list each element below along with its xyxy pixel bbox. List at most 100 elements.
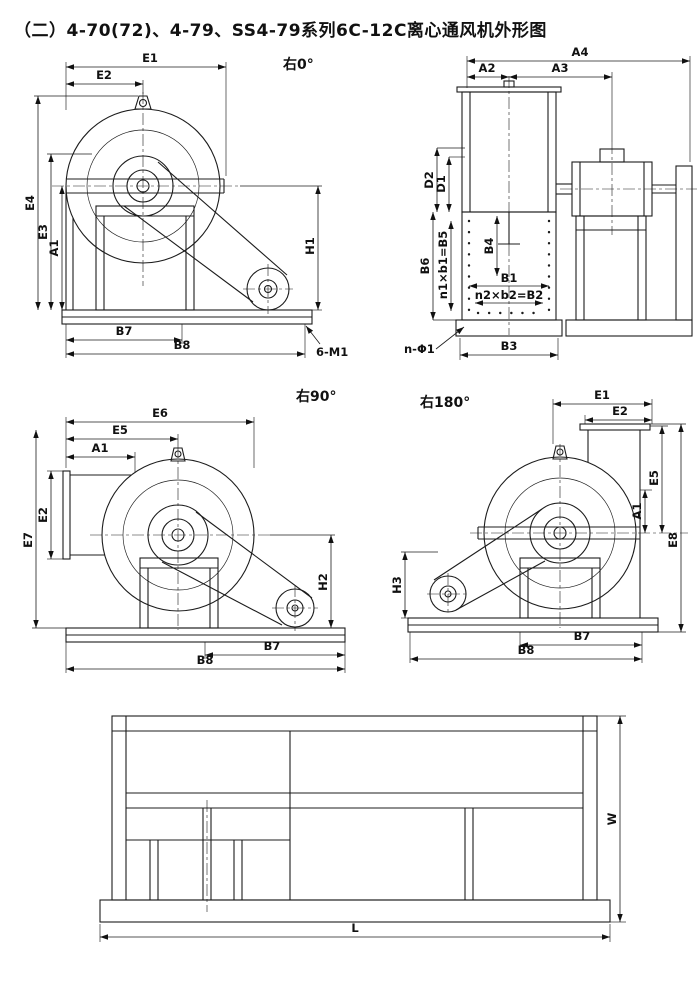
- outlet-duct: [579, 423, 651, 618]
- dim-label-a3: A3: [552, 61, 569, 75]
- dim-l: L: [99, 921, 611, 942]
- dim-label-e1: E1: [142, 51, 158, 65]
- dim-label-a1: A1: [630, 503, 644, 520]
- support-pedestal: [139, 557, 219, 629]
- dim-h3: H3: [390, 551, 438, 619]
- pulley: [272, 585, 318, 631]
- dim-label-b8: B8: [197, 653, 214, 667]
- dim-label-e2: E2: [612, 404, 628, 418]
- dim-w: W: [597, 715, 626, 923]
- pulley: [427, 573, 469, 615]
- dim-d2: D2: [422, 147, 465, 212]
- dim-e5: E5: [66, 423, 179, 446]
- motor-beam: [477, 526, 640, 540]
- dim-label-b8: B8: [174, 338, 191, 352]
- dim-label-e7: E7: [21, 532, 35, 548]
- dim-label-h1: H1: [303, 237, 317, 255]
- belt: [433, 508, 546, 611]
- dim-a3: A3: [509, 61, 613, 142]
- dim-b8: B8: [66, 324, 306, 358]
- base-frame: [61, 309, 313, 325]
- callout-label-n-phi1: n-Φ1: [404, 342, 435, 356]
- dim-e4: E4: [23, 95, 138, 310]
- lifting-lug: [170, 447, 186, 462]
- dim-e6: E6: [65, 406, 255, 468]
- fan-casing-side: [456, 76, 562, 335]
- dim-label-d1: D1: [434, 175, 448, 193]
- shaft: [556, 183, 676, 195]
- dim-label-b7: B7: [264, 639, 281, 653]
- view-right-90: 右90°: [21, 388, 346, 673]
- dim-e2: E2: [66, 68, 144, 94]
- dim-b7: B7: [204, 639, 346, 673]
- callout-n-phi1: n-Φ1: [404, 326, 465, 356]
- lifting-lug: [134, 95, 152, 110]
- dim-e1: E1: [65, 51, 227, 176]
- dim-label-e8: E8: [666, 532, 680, 548]
- dim-e5: E5: [647, 425, 668, 533]
- dim-label-e2: E2: [96, 68, 112, 82]
- dim-e7: E7: [21, 430, 66, 629]
- dim-label-e3: E3: [36, 224, 50, 240]
- dim-e3: E3: [36, 153, 92, 310]
- dim-label-a1: A1: [47, 240, 61, 257]
- view-right-0: 右0°: [23, 51, 348, 359]
- dim-h2: H2: [270, 534, 345, 629]
- view-label-right0: 右0°: [282, 56, 314, 73]
- motor-stand: [575, 215, 647, 321]
- dim-e1: E1: [552, 388, 653, 444]
- dim-a1: A1: [66, 441, 136, 473]
- belt: [123, 161, 288, 303]
- pulley: [243, 264, 293, 314]
- dim-label-a1: A1: [92, 441, 109, 455]
- dim-label-e4: E4: [23, 195, 37, 211]
- dim-a1: A1: [630, 489, 652, 533]
- dim-b7: B7: [519, 629, 643, 663]
- dim-label-e2: E2: [36, 507, 50, 523]
- dim-label-b1: B1: [501, 271, 518, 285]
- dim-e2: E2: [584, 404, 652, 424]
- dim-b6: B6: [418, 212, 456, 321]
- callout-label-6m1: 6-M1: [316, 345, 348, 359]
- dim-b8: B8: [409, 632, 642, 663]
- dim-label-l: L: [351, 921, 359, 935]
- dim-d1: D1: [434, 156, 465, 212]
- dim-label-b7: B7: [574, 629, 591, 643]
- fan-housing: [52, 92, 240, 310]
- dim-label-e5: E5: [112, 423, 128, 437]
- base-frame: [65, 627, 346, 643]
- dim-label-e6: E6: [152, 406, 168, 420]
- dim-label-e5: E5: [647, 470, 661, 486]
- dim-b7: B7: [65, 324, 183, 358]
- callout-6m1: 6-M1: [305, 325, 348, 359]
- dim-label-b7: B7: [116, 324, 133, 338]
- dim-e2: E2: [36, 470, 63, 560]
- view-base-frame: W L: [99, 715, 626, 942]
- outlet-duct: [62, 470, 131, 560]
- motor-beam: [66, 178, 225, 194]
- dim-label-w: W: [605, 812, 619, 825]
- view-right-180: 右180°: [390, 388, 688, 663]
- dim-b2: n2×b2=B2: [475, 288, 543, 306]
- dim-h1: H1: [240, 185, 322, 311]
- base-frame: [407, 617, 659, 633]
- dim-b3: B3: [459, 338, 559, 360]
- view-side: A4 A2 A3 D2 D1 B6 n1×b1=B5: [404, 45, 697, 360]
- base-blocks: [455, 319, 693, 337]
- dim-label-b5: n1×b1=B5: [436, 231, 450, 299]
- dim-b1: B1: [469, 271, 549, 289]
- dim-label-b3: B3: [501, 339, 518, 353]
- drawing-title: （二）4-70(72)、4-79、SS4-79系列6C-12C离心通风机外形图: [14, 20, 547, 41]
- dim-label-d2: D2: [422, 171, 436, 189]
- lifting-lug: [552, 445, 568, 460]
- dim-label-b4: B4: [482, 238, 496, 255]
- dim-label-a4: A4: [572, 45, 589, 59]
- dim-a2: A2: [467, 61, 509, 80]
- dim-label-a2: A2: [479, 61, 496, 75]
- belt: [161, 511, 313, 626]
- dim-e8: E8: [650, 423, 686, 633]
- dim-label-b8: B8: [518, 643, 535, 657]
- dim-b4: B4: [482, 216, 500, 276]
